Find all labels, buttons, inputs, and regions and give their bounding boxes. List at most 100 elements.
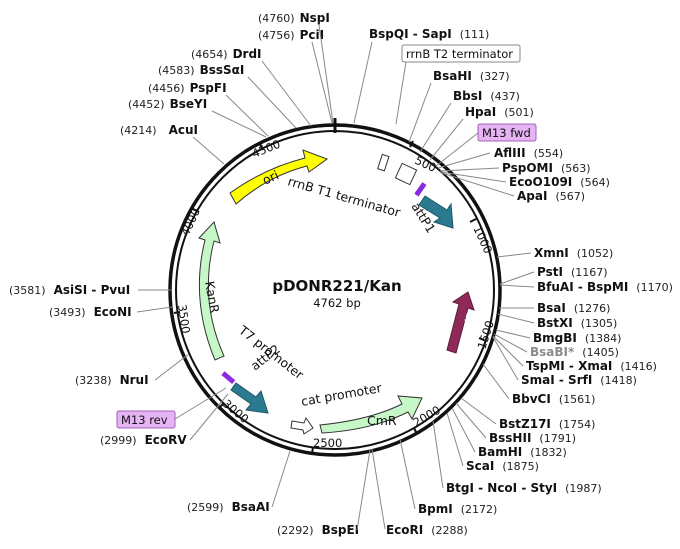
leader-bsssai bbox=[247, 76, 297, 129]
site-bspei: (2292)BspEI bbox=[277, 523, 359, 537]
plasmid-name: pDONR221/Kan bbox=[272, 277, 401, 295]
site-bbsi: BbsI(437) bbox=[453, 89, 520, 103]
kanr-label: KanR bbox=[202, 280, 222, 315]
leader-pspomi bbox=[439, 167, 500, 172]
ccdb-feature bbox=[446, 291, 475, 354]
site-bsaai: (2599)BsaAI bbox=[187, 500, 270, 514]
site-bstxi: BstXI(1305) bbox=[537, 316, 617, 330]
leader-apai bbox=[441, 172, 515, 197]
tick-500 bbox=[409, 140, 414, 148]
rrnb-t2-leader bbox=[395, 61, 407, 125]
cmr-feature bbox=[319, 395, 423, 434]
restriction-sites: (4760)NspI (4756)PciI (4654)DrdI (4583)B… bbox=[9, 11, 673, 537]
leader-ecori bbox=[371, 448, 386, 530]
site-bamhi: BamHI(1832) bbox=[478, 445, 567, 459]
site-afliii: AflIII(554) bbox=[494, 146, 563, 160]
leader-bsabi bbox=[493, 333, 528, 353]
leader-bseyi bbox=[211, 110, 267, 138]
leader-bsaai bbox=[271, 450, 291, 508]
leader-tspmi bbox=[492, 335, 524, 367]
leader-nspi bbox=[318, 24, 334, 124]
site-bpmi: BpmI(2172) bbox=[418, 502, 497, 516]
site-bsssai: (4583)BssSαI bbox=[158, 63, 244, 77]
tick-label-2500: 2500 bbox=[313, 436, 342, 450]
site-econi: (3493)EcoNI bbox=[49, 305, 132, 319]
site-btgi-ncoi-styi: BtgI - NcoI - StyI(1987) bbox=[446, 481, 602, 495]
leader-econi bbox=[136, 306, 173, 313]
t7-promoter-label: T7 promoter bbox=[235, 322, 307, 383]
site-ecorv: (2999)EcoRV bbox=[100, 433, 187, 447]
site-bbvci: BbvCI(1561) bbox=[512, 392, 595, 406]
site-pcii: (4756)PciI bbox=[258, 28, 324, 42]
leader-bbvci bbox=[482, 363, 510, 400]
cat-promoter-label: cat promoter bbox=[300, 380, 384, 409]
leader-bstz17i bbox=[460, 397, 497, 425]
site-bseyi: (4452)BseYI bbox=[128, 97, 207, 111]
site-acui: (4214)AcuI bbox=[120, 123, 198, 137]
site-psti: PstI(1167) bbox=[537, 265, 608, 279]
leader-bamhi bbox=[451, 407, 476, 453]
m13-rev-label: M13 rev bbox=[121, 413, 168, 427]
tick-2500 bbox=[311, 446, 314, 455]
tick-4500 bbox=[259, 143, 264, 151]
leader-scai bbox=[446, 412, 464, 467]
cat-promoter-feature bbox=[290, 416, 314, 435]
site-bfuai-bspmi: BfuAI - BspMI(1170) bbox=[537, 280, 673, 294]
site-nrui: (3238)NruI bbox=[75, 373, 149, 387]
leader-bspqi bbox=[353, 41, 373, 124]
leader-smai bbox=[492, 336, 519, 381]
leader-m13-rev bbox=[174, 387, 227, 420]
leader-ecorv bbox=[189, 393, 229, 441]
site-bsshii: BssHII(1791) bbox=[489, 431, 576, 445]
tick-2000 bbox=[413, 427, 418, 435]
tick-label-3500: 3500 bbox=[175, 303, 193, 334]
site-bspqi-sapi: BspQI - SapI(111) bbox=[369, 27, 489, 41]
leader-drdi bbox=[261, 60, 312, 127]
leader-bpmi bbox=[399, 438, 416, 510]
leader-bbsi bbox=[419, 102, 452, 153]
tick-label-4500: 4500 bbox=[250, 137, 282, 161]
leader-bmgbi bbox=[495, 329, 531, 339]
leader-m13-fwd bbox=[435, 132, 479, 167]
tick-label-4000: 4000 bbox=[178, 206, 203, 238]
tick-3000 bbox=[218, 402, 225, 409]
site-bsahi: BsaHI(327) bbox=[433, 69, 510, 83]
ori-label: ori bbox=[260, 167, 281, 187]
site-pspfi: (4456)PspFI bbox=[148, 81, 227, 95]
tick-label-1000: 1000 bbox=[470, 223, 495, 255]
leader-hpai bbox=[429, 118, 464, 161]
rrnb-t1-terminator-box-b bbox=[394, 162, 418, 186]
rrnb-t1-terminator-label: rrnB T1 terminator bbox=[286, 173, 403, 220]
site-smai-srfi: SmaI - SrfI(1418) bbox=[521, 373, 637, 387]
site-apai: ApaI(567) bbox=[517, 189, 585, 203]
site-scai: ScaI(1875) bbox=[466, 459, 539, 473]
site-xmni: XmnI(1052) bbox=[534, 246, 613, 260]
leader-acui bbox=[192, 136, 225, 165]
leader-ecoo109i bbox=[440, 171, 507, 183]
m13-fwd-box bbox=[477, 123, 537, 142]
leader-pcii bbox=[311, 41, 333, 124]
site-bsabi: BsaBI*(1405) bbox=[530, 345, 619, 359]
tick-1000 bbox=[469, 218, 477, 223]
site-tspmi-xmai: TspMI - XmaI(1416) bbox=[526, 359, 657, 373]
leader-bstxi bbox=[497, 313, 535, 324]
site-asisi-pvui: (3581)AsiSI - PvuI bbox=[9, 283, 130, 297]
kanr-feature bbox=[198, 221, 225, 361]
m13-fwd-label: M13 fwd bbox=[482, 126, 531, 140]
tick-1500 bbox=[478, 337, 487, 342]
tick-3500 bbox=[173, 311, 181, 314]
attp1-feature bbox=[418, 195, 454, 229]
leader-psti bbox=[499, 271, 535, 285]
site-bsai: BsaI(1276) bbox=[537, 301, 610, 315]
site-nspi: (4760)NspI bbox=[258, 11, 330, 25]
leader-afliii bbox=[437, 152, 491, 169]
site-drdi: (4654)DrdI bbox=[191, 47, 262, 61]
ori-feature bbox=[229, 149, 329, 205]
site-bstz17i: BstZ17I(1754) bbox=[499, 417, 595, 431]
leader-xmni bbox=[496, 252, 532, 258]
rrnb-t2-terminator-label: rrnB T2 terminator bbox=[406, 47, 513, 61]
cmr-label: CmR bbox=[367, 413, 397, 428]
site-ecori: EcoRI(2288) bbox=[386, 523, 468, 537]
tick-4000 bbox=[192, 208, 200, 213]
